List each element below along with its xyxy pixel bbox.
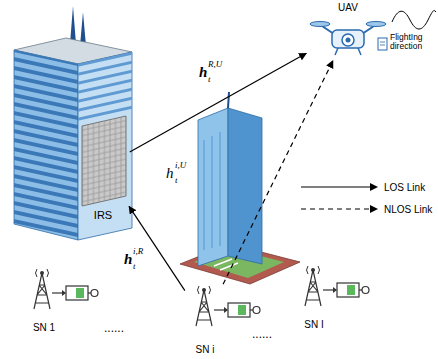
uav-drone: [342, 34, 354, 46]
middle-building: [198, 108, 228, 266]
flight-direction-label: FlightIng direction: [390, 33, 437, 52]
sensor-node-icons: [196, 286, 260, 326]
irs-building: [78, 52, 132, 240]
irs-building: [14, 50, 78, 240]
clipboard-icon: [378, 38, 387, 50]
nlos-link: [223, 61, 333, 284]
node-label: IRS: [94, 209, 112, 221]
uav-drone: [310, 22, 330, 27]
los-link: [130, 53, 307, 152]
legend-row: LOS Link: [300, 176, 432, 198]
uav-node: UAV: [308, 1, 388, 59]
ellipsis-dots: ......: [252, 328, 272, 341]
irs-building: [78, 52, 132, 122]
los-link: [129, 206, 185, 290]
legend-arrowhead: [370, 183, 378, 191]
channel-subscript: t: [208, 75, 211, 85]
channel-subscript: t: [175, 176, 178, 186]
legend-row: NLOS Link: [300, 198, 432, 220]
middle-building: [228, 92, 229, 108]
node-label: UAV: [338, 2, 358, 13]
irs-node: IRS: [78, 112, 128, 222]
uav-drone: [332, 30, 364, 48]
sensor-node-icons: [305, 266, 369, 306]
sensor-node: SN i: [186, 286, 224, 356]
sensor-node-icons: [34, 269, 98, 309]
channel-superscript: R,U: [208, 60, 222, 70]
uav-drone: [366, 22, 386, 27]
legend-arrowhead: [370, 205, 378, 213]
irs-building: [70, 6, 76, 44]
uav-drone: [310, 22, 386, 56]
channel-superscript: i,U: [175, 161, 186, 171]
middle-building: [214, 259, 238, 270]
legend-line-sample: [300, 204, 378, 214]
node-label: SN 1: [33, 322, 55, 333]
uav-drone: [335, 48, 361, 55]
legend-line-sample: [300, 182, 378, 192]
flight-path-wave: [392, 10, 436, 29]
uav-drone: [346, 38, 351, 43]
channel-superscript: i,R: [133, 247, 143, 257]
middle-building: [180, 92, 300, 284]
sensor-node: SN I: [296, 265, 332, 331]
ellipsis-dots: ......: [104, 322, 124, 335]
clipboard-icon: [378, 38, 387, 50]
sensor-node: SN 1: [26, 268, 62, 334]
channel-label: h: [166, 166, 174, 181]
legend: LOS LinkNLOS Link: [300, 176, 432, 220]
channel-subscript: t: [133, 262, 136, 272]
node-label: SN i: [196, 344, 215, 355]
middle-building: [204, 132, 220, 250]
irs-panel: [82, 116, 126, 206]
clipboard-icon: [380, 42, 385, 45]
sensor-node-icons: [34, 266, 369, 326]
legend-line: [301, 208, 370, 209]
irs-building: [14, 50, 78, 240]
irs-panel: [82, 116, 126, 206]
channel-label: h: [199, 65, 207, 80]
channel-label: h: [124, 252, 132, 267]
legend-label: NLOS Link: [384, 204, 432, 215]
flight-path-wave: [392, 10, 436, 29]
legend-label: LOS Link: [384, 182, 425, 193]
node-label: SN I: [304, 319, 323, 330]
legend-line: [301, 186, 370, 187]
irs-building: [14, 6, 132, 240]
